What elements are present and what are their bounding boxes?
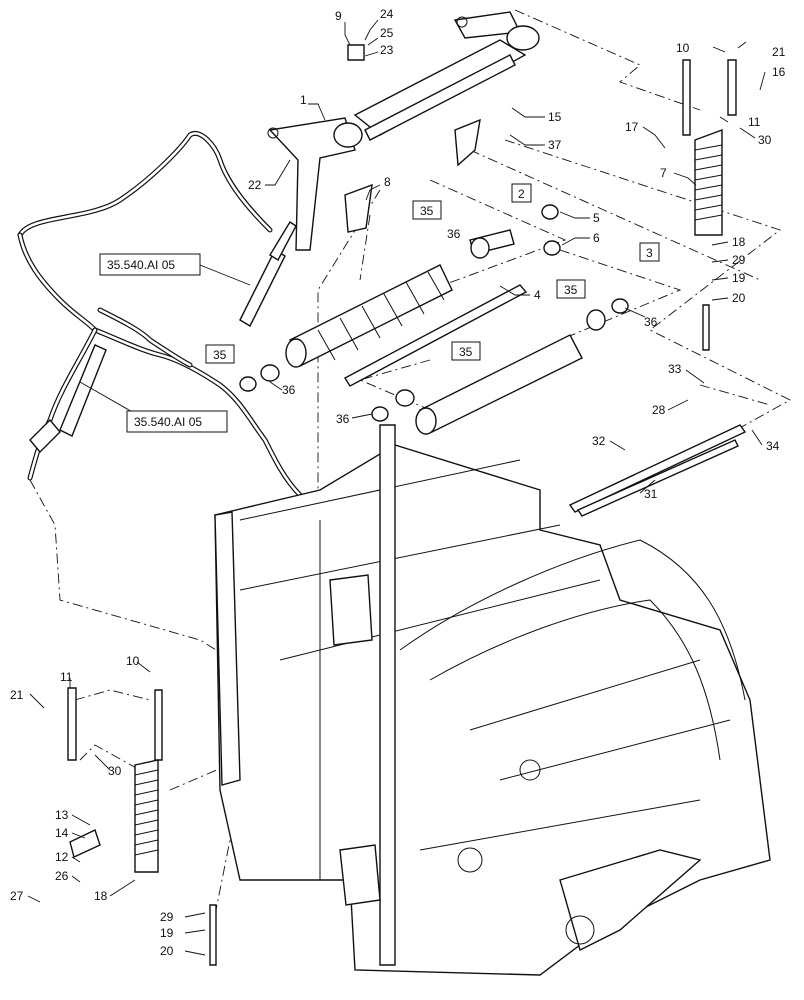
callout-21-bottom: 21	[10, 688, 24, 702]
group-box-35-a: 35	[420, 204, 434, 218]
callout-36-a: 36	[447, 227, 461, 241]
callout-29-top: 29	[732, 253, 746, 267]
baler-main-frame	[214, 424, 771, 976]
group-box-35-d: 35	[213, 348, 227, 362]
group-box-2: 2	[518, 187, 525, 201]
callout-32: 32	[592, 434, 606, 448]
callout-9: 9	[335, 9, 342, 23]
callout-33: 33	[668, 362, 682, 376]
callout-14: 14	[55, 826, 69, 840]
callout-36-d: 36	[336, 412, 350, 426]
callout-10-bottom: 10	[126, 654, 140, 668]
group-boxes: 2 3 35 35 35 35	[205, 183, 660, 364]
callout-34: 34	[766, 439, 780, 453]
callout-25: 25	[380, 26, 394, 40]
callout-4: 4	[534, 288, 541, 302]
callout-7: 7	[660, 166, 667, 180]
callout-6: 6	[593, 231, 600, 245]
callout-30-bottom: 30	[108, 764, 122, 778]
hydraulic-reference-top: 35.540.AI 05	[107, 258, 175, 272]
callout-16: 16	[772, 65, 786, 79]
callout-20-bottom: 20	[160, 944, 174, 958]
pivot-frame	[267, 11, 540, 251]
callout-10-top: 10	[676, 41, 690, 55]
scraper-bar	[568, 424, 747, 517]
group-box-35-b: 35	[564, 283, 578, 297]
callout-24: 24	[380, 7, 394, 21]
callout-23: 23	[380, 43, 394, 57]
callout-28: 28	[652, 403, 666, 417]
callout-1: 1	[300, 93, 307, 107]
callout-11-bottom: 11	[60, 670, 73, 684]
callout-20-top: 20	[732, 291, 746, 305]
callout-19-bottom: 19	[160, 926, 174, 940]
callout-numbers: 9 24 25 23 1 22 15 37 8 5 6 4 10 21 16 1…	[10, 7, 786, 958]
callout-17: 17	[625, 120, 639, 134]
callout-18-bottom: 18	[94, 889, 108, 903]
callout-18-top: 18	[732, 235, 746, 249]
callout-26: 26	[55, 869, 69, 883]
group-box-3: 3	[646, 246, 653, 260]
callout-15: 15	[548, 110, 562, 124]
callout-29-bottom: 29	[160, 910, 174, 924]
springs	[67, 59, 737, 966]
hydraulic-reference-bottom: 35.540.AI 05	[134, 415, 202, 429]
group-box-35-c: 35	[459, 345, 473, 359]
callout-36-c: 36	[282, 383, 296, 397]
callout-22: 22	[248, 178, 262, 192]
callout-5: 5	[593, 211, 600, 225]
callout-8: 8	[384, 175, 391, 189]
callout-19-top: 19	[732, 271, 746, 285]
callout-12: 12	[55, 850, 69, 864]
hydraulic-hose-harness	[17, 130, 303, 498]
callout-36-b: 36	[644, 315, 658, 329]
callout-21-top: 21	[772, 45, 786, 59]
callout-27: 27	[10, 889, 24, 903]
callout-11-top: 11	[748, 115, 761, 129]
leader-lines	[27, 19, 766, 956]
reference-boxes: 35.540.AI 05 35.540.AI 05	[99, 253, 228, 433]
callout-13: 13	[55, 808, 69, 822]
callout-31: 31	[644, 487, 658, 501]
callout-30-top: 30	[758, 133, 772, 147]
rollers	[239, 204, 629, 435]
callout-37: 37	[548, 138, 562, 152]
